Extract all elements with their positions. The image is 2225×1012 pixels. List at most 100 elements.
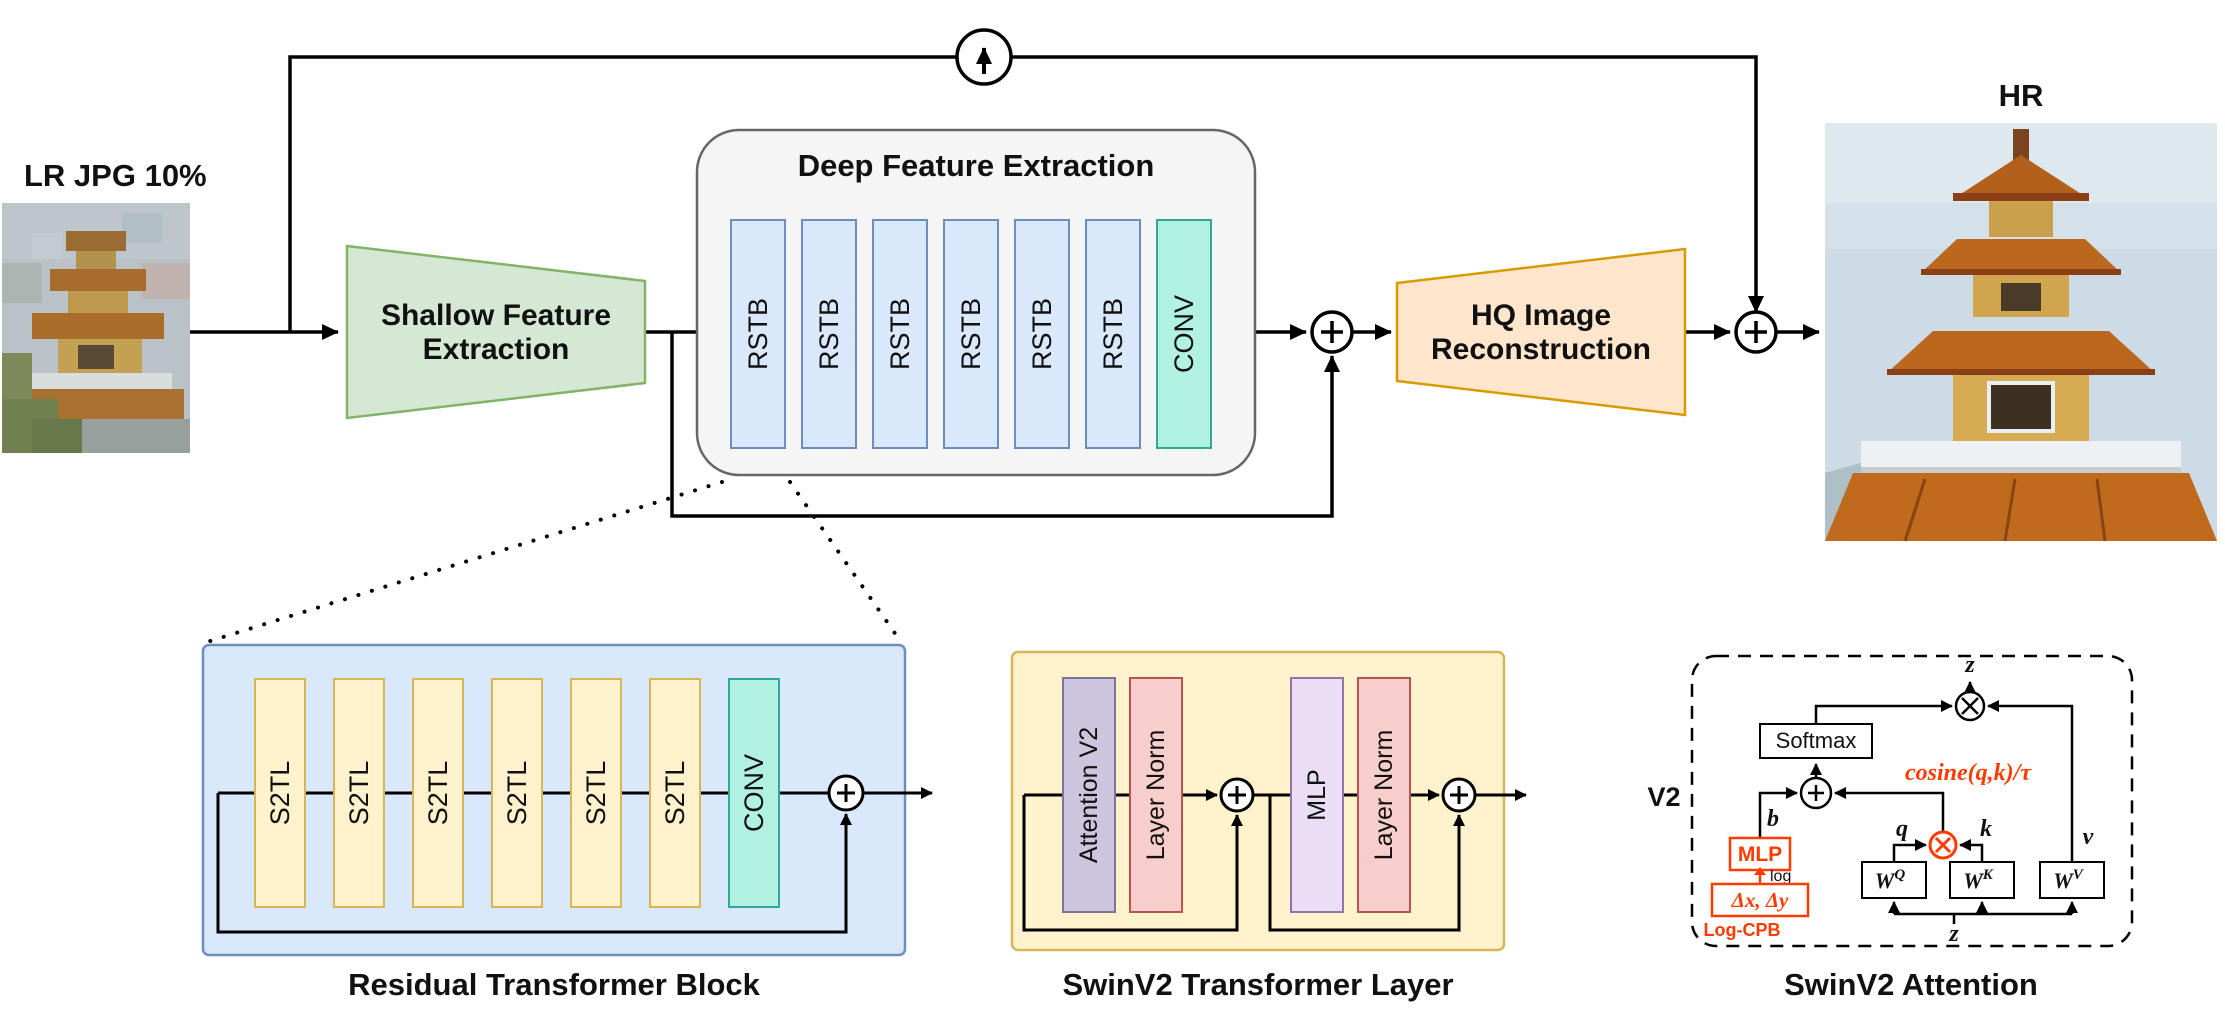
q-to-cosine: [1892, 839, 1927, 862]
plus-icon: [837, 784, 855, 802]
rstb-label-6: RSTB: [1098, 298, 1128, 370]
v-to-matmul: [1987, 700, 2074, 862]
shallow-trapezoid: [345, 244, 647, 420]
lr-artifact-block: [142, 263, 190, 299]
layer-norm-label-2: Layer Norm: [1370, 730, 1398, 861]
hr-balcony: [1861, 441, 2181, 469]
hr-finial: [2013, 129, 2029, 165]
rtb-residual-path: [216, 793, 852, 934]
z-out-label: z: [1964, 652, 1975, 678]
v2-label: V2: [1647, 782, 1680, 812]
s2tl-label-2: S2TL: [344, 761, 374, 826]
s2tl-block-2: [333, 678, 385, 908]
log-cpb-label: Log-CPB: [1704, 920, 1781, 940]
residual-transformer-block: S2TL S2TL S2TL S2TL S2TL S2TL CONV: [201, 643, 933, 957]
rstb-block-4: [943, 219, 999, 449]
rstb-label-5: RSTB: [1027, 298, 1057, 370]
hr-body1: [1989, 201, 2053, 237]
deep-title: Deep Feature Extraction: [798, 148, 1155, 183]
hr-window-small: [2001, 283, 2041, 311]
lr-artifact-block: [2, 263, 42, 303]
hq-label-line1: HQ Image: [1471, 299, 1611, 332]
lr-foliage: [32, 419, 82, 453]
wk-w: W: [1963, 868, 1984, 893]
wq-sup: Q: [1894, 867, 1905, 883]
rstb-block-3: [872, 219, 928, 449]
v-label: v: [2083, 824, 2094, 850]
stl-sum-node-1: [1219, 777, 1255, 813]
hr-roof3: [1887, 331, 2155, 373]
s2tl-block-6: [649, 678, 701, 908]
s2tl-label-1: S2TL: [265, 761, 295, 826]
q-label: q: [1896, 816, 1908, 842]
attention-v2-block: [1062, 677, 1116, 913]
rtb-conv-block: [728, 678, 780, 908]
skip-top-right-segment: [1011, 55, 1764, 313]
rstb-block-1: [730, 219, 786, 449]
cosine-to-sum: [1834, 787, 1945, 832]
rtb-caption: Residual Transformer Block: [348, 967, 761, 1002]
delta-box: [1710, 882, 1810, 918]
cpb-mlp-box: [1728, 836, 1792, 872]
s2tl-block-5: [570, 678, 622, 908]
conv-label: CONV: [1169, 295, 1199, 373]
rstb-label-1: RSTB: [743, 298, 773, 370]
multiply-icon: [1961, 697, 1979, 715]
stl-caption: SwinV2 Transformer Layer: [1062, 967, 1453, 1002]
mlp-block: [1290, 677, 1344, 913]
lr-artifact-block: [122, 213, 162, 243]
wv-label: WV: [2053, 867, 2085, 893]
hr-roof2: [1921, 239, 2121, 273]
s2tl-block-1: [254, 678, 306, 908]
conv-block: [1156, 219, 1212, 449]
lr-ground: [82, 419, 190, 453]
softmax-box: [1759, 723, 1873, 759]
s2tl-label-4: S2TL: [502, 761, 532, 826]
multiply-icon: [1934, 836, 1952, 854]
plus-icon: [1228, 786, 1246, 804]
cosine-formula: cosine(q,k)/τ: [1905, 760, 2032, 786]
hr-image: [1825, 123, 2217, 542]
rstb-block-2: [801, 219, 857, 449]
hr-window: [1987, 381, 2055, 433]
matmul-node: [1954, 690, 1986, 722]
hr-balcony-shadow: [1861, 467, 2181, 473]
lr-roof: [66, 231, 126, 251]
zoom-dotted-lines: [205, 480, 903, 644]
lr-image: [2, 203, 190, 453]
lr-roof: [50, 269, 146, 291]
plus-icon: [1808, 785, 1824, 801]
rstb-block-6: [1085, 219, 1141, 449]
stl-skip-2: [1268, 795, 1465, 932]
wk-sup: K: [1982, 867, 1994, 883]
log-arrowhead: [1754, 867, 1766, 875]
rstb-label-2: RSTB: [814, 298, 844, 370]
s2tl-block-4: [491, 678, 543, 908]
skip-shallow-to-sum1: [670, 332, 1340, 518]
s2tl-label-6: S2TL: [660, 761, 690, 826]
dotted-line-left: [205, 480, 724, 644]
lr-foliage: [2, 353, 32, 403]
lr-window: [78, 345, 114, 369]
s2tl-label-3: S2TL: [423, 761, 453, 826]
layer-norm-block-1: [1129, 677, 1183, 913]
wv-sup: V: [2073, 867, 2085, 883]
rstb-block-5: [1014, 219, 1070, 449]
swinv2-attention: V2 Softmax: [1647, 652, 2134, 948]
z-in-label: z: [1948, 921, 1959, 947]
hr-roof1-edge: [1953, 193, 2089, 201]
stl-skip-1: [1022, 795, 1243, 932]
hr-roof2-edge: [1921, 269, 2121, 275]
stl-sum-node-2: [1441, 777, 1477, 813]
hr-roof1: [1953, 155, 2089, 199]
hq-trapezoid: [1395, 247, 1687, 417]
shallow-feature-extraction: Shallow Feature Extraction: [345, 244, 647, 420]
b-to-sum: [1758, 787, 1798, 838]
mlp-label: MLP: [1303, 769, 1331, 820]
cosine-node: [1928, 830, 1958, 860]
deep-feature-extraction: Deep Feature Extraction RSTB RSTB RSTB R…: [695, 128, 1257, 477]
attention-v2-label: Attention V2: [1075, 727, 1103, 863]
lr-artifact-block: [32, 233, 62, 259]
